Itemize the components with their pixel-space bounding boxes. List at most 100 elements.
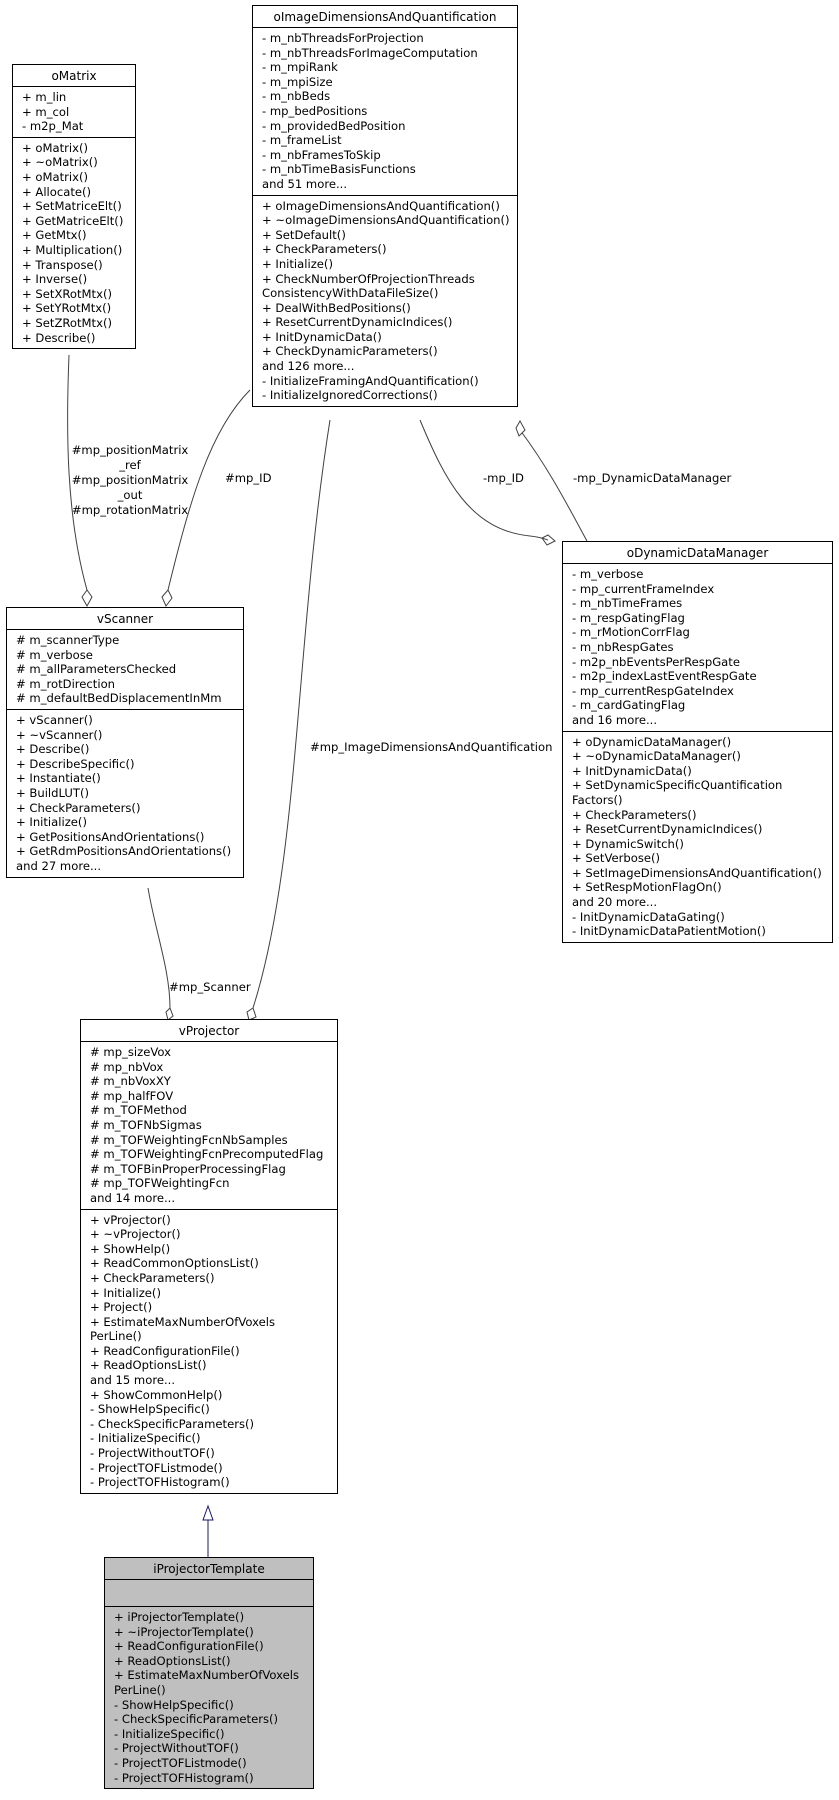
class-member: + m_lin <box>22 90 67 104</box>
class-member: + oImageDimensionsAndQuantification() <box>262 198 500 213</box>
class-member: + ReadOptionsList() <box>114 1653 231 1668</box>
class-member: + Instantiate() <box>16 771 101 786</box>
class-member: + ResetCurrentDynamicIndices() <box>262 315 453 330</box>
edge-label-image-projector: #mp_ImageDimensionsAndQuantification <box>310 740 553 754</box>
edge-dynamic-image <box>519 429 588 542</box>
class-member: # mp_nbVox <box>90 1059 164 1074</box>
class-member: - ProjectWithoutTOF() <box>90 1446 215 1461</box>
class-member: + SetXRotMtx() <box>22 286 113 301</box>
edge-image-dynamic <box>419 419 531 537</box>
class-member: + CheckParameters() <box>16 800 141 815</box>
class-member: - m_nbRespGates <box>572 639 674 654</box>
class-member: - ShowHelpSpecific() <box>114 1697 234 1712</box>
class-member: and 20 more... <box>572 895 658 910</box>
class-attributes: # m_scannerType# m_verbose# m_allParamet… <box>7 630 243 709</box>
class-member: # m_nbVoxXY <box>90 1074 171 1089</box>
class-member: - ShowHelpSpecific() <box>90 1402 210 1417</box>
class-member: + DealWithBedPositions() <box>262 300 411 315</box>
class-member: # mp_TOFWeightingFcn <box>90 1176 230 1191</box>
class-member: - InitDynamicDataGating() <box>572 909 725 924</box>
class-member: + Project() <box>90 1300 153 1315</box>
class-member: # m_TOFBinProperProcessingFlag <box>90 1161 286 1176</box>
class-member: + Allocate() <box>22 184 92 199</box>
class-member: + BuildLUT() <box>16 785 89 800</box>
class-member: + SetVerbose() <box>572 851 661 866</box>
class-omatrix[interactable]: oMatrix + m_lin+ m_col- m2p_Mat + oMatri… <box>12 64 136 350</box>
class-member: # m_allParametersChecked <box>16 662 177 677</box>
class-member: + ~iProjectorTemplate() <box>114 1624 254 1639</box>
aggregation-diamond-scanner-image <box>161 589 173 607</box>
class-member: - InitializeFramingAndQuantification() <box>262 373 479 388</box>
class-member: - m_rMotionCorrFlag <box>572 625 690 640</box>
class-member: # m_rotDirection <box>16 676 116 691</box>
class-member: # mp_sizeVox <box>90 1045 171 1059</box>
class-member: + vProjector() <box>90 1212 171 1227</box>
class-member: + vScanner() <box>16 712 93 727</box>
class-odynamicdatamanager[interactable]: oDynamicDataManager - m_verbose- mp_curr… <box>562 541 833 943</box>
class-member: - mp_currentFrameIndex <box>572 581 715 596</box>
class-member: - ProjectTOFListmode() <box>114 1755 247 1770</box>
class-member: + SetImageDimensionsAndQuantification() <box>572 865 822 880</box>
class-attributes: # mp_sizeVox# mp_nbVox# m_nbVoxXY# mp_ha… <box>81 1042 337 1209</box>
class-member: + SetRespMotionFlagOn() <box>572 880 722 895</box>
class-member: + GetPositionsAndOrientations() <box>16 829 205 844</box>
class-member: - m_verbose <box>572 567 644 581</box>
class-member: + CheckParameters() <box>262 242 387 257</box>
edge-label-scanner-projector: #mp_Scanner <box>169 980 251 994</box>
aggregation-diamond-scanner-matrix <box>81 589 93 608</box>
class-vprojector[interactable]: vProjector # mp_sizeVox# mp_nbVox# m_nbV… <box>80 1019 338 1494</box>
class-member: + ~oMatrix() <box>22 155 98 170</box>
class-attributes: + m_lin+ m_col- m2p_Mat <box>13 87 135 137</box>
class-member: and 126 more... <box>262 359 355 374</box>
class-member: Factors() <box>572 792 623 807</box>
class-member: - m_nbBeds <box>262 89 331 104</box>
class-member: - m2p_indexLastEventRespGate <box>572 669 757 684</box>
class-member: + SetYRotMtx() <box>22 301 112 316</box>
class-member: - CheckSpecificParameters() <box>90 1416 255 1431</box>
class-iprojectortemplate[interactable]: iProjectorTemplate + iProjectorTemplate(… <box>104 1557 314 1790</box>
class-member: # m_verbose <box>16 647 93 662</box>
class-member: + oDynamicDataManager() <box>572 734 732 749</box>
class-member: + SetDefault() <box>262 227 346 242</box>
class-member: + SetMatriceElt() <box>22 199 122 214</box>
class-member: + Initialize() <box>16 815 87 830</box>
class-member: + Inverse() <box>22 272 88 287</box>
class-member: + ReadCommonOptionsList() <box>90 1256 259 1271</box>
class-member: and 14 more... <box>90 1190 176 1205</box>
class-title: oImageDimensionsAndQuantification <box>253 6 517 28</box>
class-member: - m_frameList <box>262 133 342 148</box>
class-member: + ~oImageDimensionsAndQuantification() <box>262 213 510 228</box>
class-member: - m2p_Mat <box>22 119 84 134</box>
class-member: and 15 more... <box>90 1373 176 1388</box>
class-member: - ProjectWithoutTOF() <box>114 1741 239 1756</box>
edge-label-image-scanner: #mp_ID <box>225 471 272 485</box>
class-member: - m_nbTimeBasisFunctions <box>262 162 416 177</box>
class-member: - m_nbThreadsForProjection <box>262 31 424 45</box>
class-member: - InitializeSpecific() <box>114 1726 225 1741</box>
class-member: + GetRdmPositionsAndOrientations() <box>16 844 232 859</box>
class-member: + GetMatriceElt() <box>22 213 124 228</box>
edge-matrix-scanner <box>67 354 88 591</box>
class-member: PerLine() <box>114 1682 166 1697</box>
inheritance-arrowhead <box>202 1504 214 1521</box>
class-member: + SetDynamicSpecificQuantification <box>572 778 783 793</box>
class-member: + EstimateMaxNumberOfVoxels <box>114 1668 300 1683</box>
class-member: + Describe() <box>16 742 90 757</box>
edge-image-projector <box>252 419 331 1009</box>
class-member: + CheckDynamicParameters() <box>262 344 438 359</box>
class-methods: + oDynamicDataManager()+ ~oDynamicDataMa… <box>563 730 832 942</box>
class-member: + ~vScanner() <box>16 727 103 742</box>
class-title: oMatrix <box>13 65 135 87</box>
class-member: - ProjectTOFHistogram() <box>114 1770 254 1785</box>
class-member: + CheckParameters() <box>572 807 697 822</box>
class-vscanner[interactable]: vScanner # m_scannerType# m_verbose# m_a… <box>6 607 244 878</box>
class-member: + iProjectorTemplate() <box>114 1610 245 1624</box>
class-title: oDynamicDataManager <box>563 542 832 564</box>
class-member: - m_cardGatingFlag <box>572 698 686 713</box>
class-attributes <box>105 1580 313 1606</box>
class-member: + Multiplication() <box>22 242 123 257</box>
class-member: + ~vProjector() <box>90 1227 181 1242</box>
class-member: + ShowHelp() <box>90 1241 171 1256</box>
class-member: + SetZRotMtx() <box>22 315 113 330</box>
class-oimagedimensionsandquantification[interactable]: oImageDimensionsAndQuantification - m_nb… <box>252 5 518 407</box>
